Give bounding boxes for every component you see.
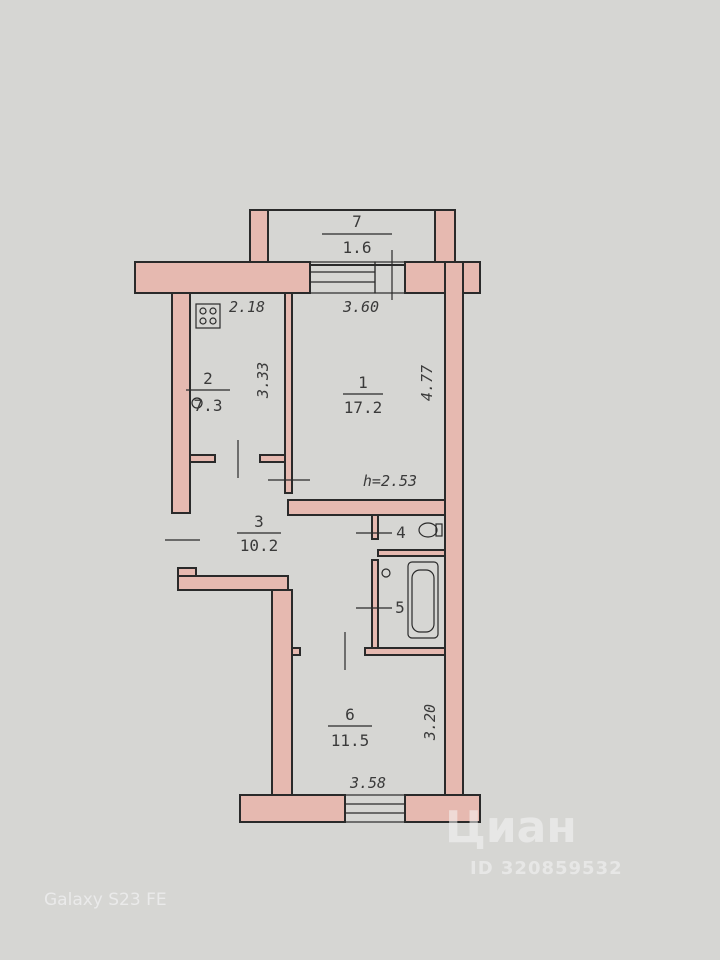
bath-partition <box>371 559 379 651</box>
balcony-door <box>374 261 406 294</box>
wc-bath-wall <box>377 549 446 557</box>
bottom-wall-left <box>239 794 346 823</box>
room1-bottom-wall <box>287 499 446 516</box>
toilet-icon <box>418 522 443 538</box>
wc-partition-a <box>371 514 379 540</box>
room6-wall-a <box>291 647 301 656</box>
listing-id-watermark: ID 320859532 <box>470 858 623 879</box>
balcony-wall-left <box>249 209 269 266</box>
left-wall-lower <box>271 589 293 796</box>
room2-area: 7.3 <box>194 396 223 415</box>
room6-width: 3.58 <box>349 774 386 792</box>
balcony-window <box>309 261 376 294</box>
washbasin-icon <box>381 568 391 578</box>
right-wall <box>444 261 464 796</box>
room1-area: 17.2 <box>344 398 383 417</box>
left-wall-upper <box>171 292 191 514</box>
bathtub-icon <box>407 561 439 639</box>
room7-number: 7 <box>352 212 362 231</box>
room5-number: 5 <box>395 598 405 617</box>
stove-icon <box>195 303 221 329</box>
kitchen-wall-b <box>259 454 286 463</box>
room1-length: 4.77 <box>418 365 436 401</box>
top-wall-right <box>404 261 481 294</box>
room1-width: 3.60 <box>342 298 379 316</box>
sink-icon <box>191 397 203 409</box>
room2-number: 2 <box>203 369 213 388</box>
room3-number: 3 <box>254 512 264 531</box>
room6-number: 6 <box>345 705 355 724</box>
cian-watermark: Циан <box>445 802 577 853</box>
room3-area: 10.2 <box>240 536 279 555</box>
kitchen-width: 2.18 <box>229 298 265 316</box>
room1-number: 1 <box>358 373 368 392</box>
room6-wall-b <box>364 647 446 656</box>
room4-number: 4 <box>396 523 406 542</box>
top-wall-left <box>134 261 311 294</box>
kitchen-room-partition <box>284 292 293 494</box>
ceiling-height: h=2.53 <box>363 472 417 490</box>
balcony-wall-right <box>434 209 456 266</box>
kitchen-wall-a <box>189 454 216 463</box>
bedroom-window <box>344 794 406 823</box>
room6-area: 11.5 <box>331 731 370 750</box>
kitchen-length: 3.33 <box>254 362 272 399</box>
hall-wall <box>177 575 289 591</box>
camera-label: Galaxy S23 FE <box>44 890 167 910</box>
bottom-wall-right <box>404 794 481 823</box>
room7-area: 1.6 <box>343 238 372 257</box>
room6-length: 3.20 <box>421 704 439 741</box>
